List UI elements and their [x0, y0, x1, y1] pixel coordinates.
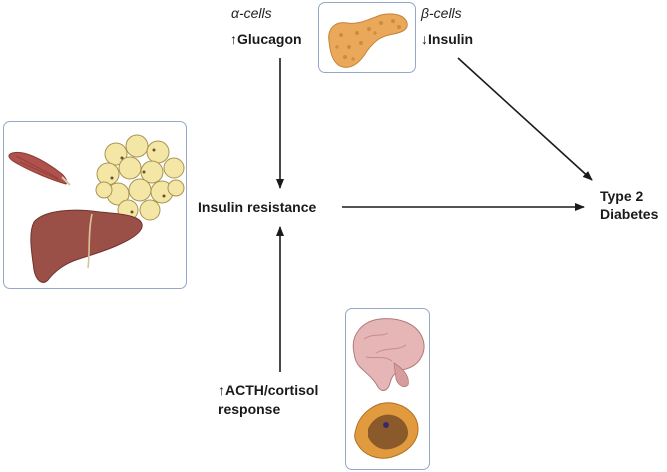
muscle-icon [8, 152, 71, 186]
adipose-tissue-icon [95, 134, 185, 221]
tissues-graphics [8, 134, 185, 283]
acth-cortisol-line2: response [218, 401, 281, 417]
glucagon-label: ↑Glucagon [230, 31, 302, 47]
hpa-axis-panel [345, 308, 430, 470]
type2-diabetes-line1: Type 2 [600, 188, 644, 204]
alpha-cells-label: α-cells [231, 5, 272, 21]
insulin-label: ↓Insulin [421, 31, 474, 47]
insulin-resistance-label: Insulin resistance [198, 199, 317, 215]
pancreas-icon [328, 13, 408, 68]
type2-diabetes-line2: Diabetes [600, 206, 659, 222]
beta-cells-label: β-cells [421, 5, 462, 21]
hpa-graphics [352, 318, 425, 459]
peripheral-tissues-panel [3, 121, 187, 289]
liver-icon [30, 209, 143, 283]
adrenal-gland-icon [354, 402, 419, 459]
arrow-insulin-to-diabetes [457, 57, 593, 181]
brain-icon [352, 318, 425, 391]
acth-cortisol-line1: ↑ACTH/cortisol [218, 382, 319, 398]
pancreas-panel [318, 2, 416, 73]
